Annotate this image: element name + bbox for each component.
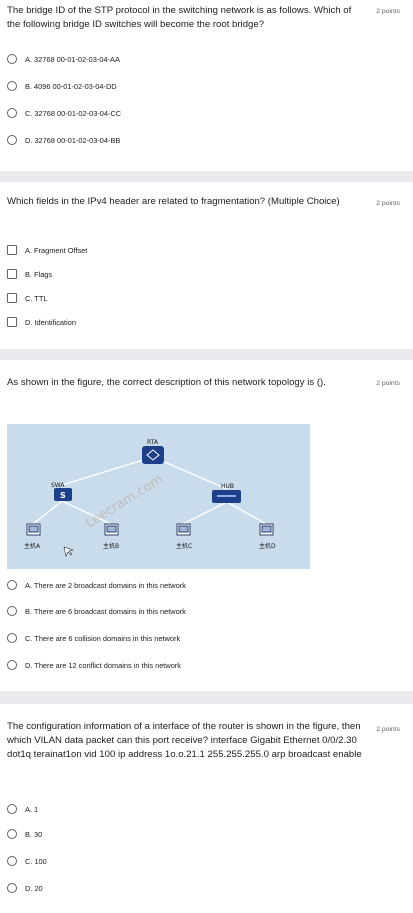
checkbox[interactable] (7, 317, 17, 327)
option-label: D. 20 (25, 883, 43, 893)
option-radio[interactable]: C. 100 (7, 854, 47, 868)
radio-button[interactable] (7, 135, 17, 145)
host-label: 主机A (24, 542, 41, 550)
checkbox[interactable] (7, 245, 17, 255)
points-label: 2 points (376, 200, 400, 207)
option-label: B. There are 6 broadcast domains in this… (25, 606, 186, 616)
host-label: 主机B (103, 542, 119, 550)
radio-button[interactable] (7, 108, 17, 118)
question-card-4: The configuration information of a inter… (0, 704, 413, 913)
option-radio[interactable]: D. 20 (7, 881, 43, 895)
option-label: C. TTL (25, 293, 48, 303)
option-radio[interactable]: A. 32768 00-01-02-03-04-AA (7, 52, 120, 66)
radio-button[interactable] (7, 580, 17, 590)
option-radio[interactable]: B. 30 (7, 827, 42, 841)
hub-label: HUB (221, 483, 234, 490)
question-card-1: The bridge ID of the STP protocol in the… (0, 0, 413, 170)
radio-button[interactable] (7, 883, 17, 893)
option-radio[interactable]: A. There are 2 broadcast domains in this… (7, 578, 186, 592)
hub-icon (212, 490, 241, 503)
option-checkbox[interactable]: B. Flags (7, 267, 52, 281)
option-label: A. 1 (25, 804, 39, 814)
option-radio[interactable]: B. 4096 00-01-02-03-04-DD (7, 79, 117, 93)
network-topology-figure: RTA S SWA HUB 主机A 主机B 主机C 主机D Leecram. (7, 424, 310, 569)
question-text: Which fields in the IPv4 header are rela… (7, 196, 340, 207)
topology-diagram: RTA S SWA HUB 主机A 主机B 主机C 主机D Leecram. (24, 439, 276, 557)
watermark-text: Leecram.com (83, 472, 166, 531)
question-separator (0, 171, 413, 182)
router-label: RTA (147, 439, 159, 446)
checkbox[interactable] (7, 293, 17, 303)
option-label: C. 32768 00-01-02-03-04-CC (25, 108, 122, 118)
question-separator (0, 349, 413, 360)
option-radio[interactable]: D. 32768 00-01-02-03-04-BB (7, 133, 120, 147)
question-card-2: Which fields in the IPv4 header are rela… (0, 182, 413, 349)
option-radio[interactable]: C. 32768 00-01-02-03-04-CC (7, 106, 121, 120)
radio-button[interactable] (7, 804, 17, 814)
radio-button[interactable] (7, 829, 17, 839)
radio-button[interactable] (7, 81, 17, 91)
points-label: 2 points (376, 380, 400, 387)
radio-button[interactable] (7, 633, 17, 643)
option-checkbox[interactable]: A. Fragment Offset (7, 243, 87, 257)
checkbox[interactable] (7, 269, 17, 279)
radio-button[interactable] (7, 660, 17, 670)
option-checkbox[interactable]: C. TTL (7, 291, 47, 305)
option-radio[interactable]: A. 1 (7, 802, 38, 816)
option-label: B. Flags (25, 269, 53, 279)
host-icons (26, 523, 274, 536)
option-label: C. There are 6 collision domains in this… (25, 633, 181, 643)
option-checkbox[interactable]: D. Identification (7, 315, 76, 329)
option-label: D. There are 12 conflict domains in this… (25, 660, 181, 670)
question-text: As shown in the figure, the correct desc… (7, 377, 326, 388)
option-label: A. 32768 00-01-02-03-04-AA (25, 54, 120, 64)
option-radio[interactable]: C. There are 6 collision domains in this… (7, 631, 180, 645)
radio-button[interactable] (7, 606, 17, 616)
host-label: 主机C (176, 542, 192, 550)
option-radio[interactable]: B. There are 6 broadcast domains in this… (7, 604, 186, 618)
option-radio[interactable]: D. There are 12 conflict domains in this… (7, 658, 181, 672)
option-label: D. Identification (25, 317, 76, 327)
option-label: D. 32768 00-01-02-03-04-BB (25, 135, 121, 145)
radio-button[interactable] (7, 856, 17, 866)
host-label: 主机D (259, 542, 276, 550)
question-text: The bridge ID of the STP protocol in the… (7, 5, 352, 30)
mouse-cursor-icon (63, 546, 75, 557)
points-label: 2 points (376, 8, 400, 15)
question-separator (0, 691, 413, 704)
switch-icon: S (54, 488, 72, 501)
option-label: C. 100 (25, 856, 47, 866)
option-label: A. There are 2 broadcast domains in this… (25, 580, 186, 590)
switch-label: SWA (51, 482, 65, 489)
question-card-3: As shown in the figure, the correct desc… (0, 360, 413, 691)
option-label: B. 4096 00-01-02-03-04-DD (25, 81, 117, 91)
switch-symbol: S (60, 491, 66, 500)
router-icon (142, 446, 164, 464)
option-label: B. 30 (25, 829, 43, 839)
option-label: A. Fragment Offset (25, 245, 88, 255)
question-text: The configuration information of a inter… (7, 721, 362, 760)
radio-button[interactable] (7, 54, 17, 64)
points-label: 2 points (376, 726, 400, 733)
